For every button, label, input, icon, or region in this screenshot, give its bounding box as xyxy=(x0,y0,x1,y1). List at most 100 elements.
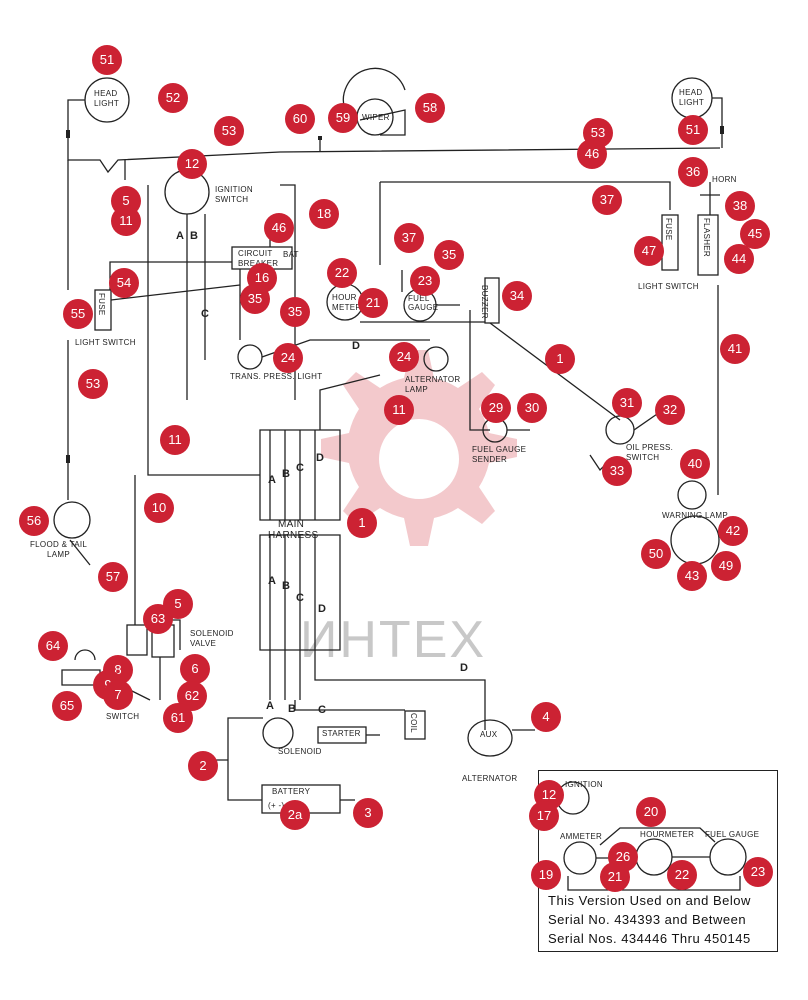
callout-46-mid: 46 xyxy=(264,213,294,243)
callout-23-inset: 23 xyxy=(743,857,773,887)
callout-1-harness: 1 xyxy=(347,508,377,538)
callout-32: 32 xyxy=(655,395,685,425)
inset-fuel-gauge-label: FUEL GAUGE xyxy=(705,830,760,839)
inset-ignition-label: IGNITION xyxy=(565,780,603,789)
callout-31: 31 xyxy=(612,388,642,418)
callout-58: 58 xyxy=(415,93,445,123)
callout-65: 65 xyxy=(52,691,82,721)
callout-41: 41 xyxy=(720,334,750,364)
wire-letter-d3: D xyxy=(318,603,327,615)
callout-51-right: 51 xyxy=(678,115,708,145)
note-line-1: This Version Used on and Below xyxy=(548,893,751,908)
callout-53: 53 xyxy=(214,116,244,146)
callout-44: 44 xyxy=(724,244,754,274)
callout-4: 4 xyxy=(531,702,561,732)
note-line-2: Serial No. 434393 and Between xyxy=(548,912,747,927)
callout-35: 35 xyxy=(240,284,270,314)
callout-22-inset: 22 xyxy=(667,860,697,890)
callout-33: 33 xyxy=(602,456,632,486)
callout-29: 29 xyxy=(481,393,511,423)
wire-letter-b2: B xyxy=(282,468,291,480)
callout-11-mid: 11 xyxy=(384,395,414,425)
callout-46: 46 xyxy=(577,139,607,169)
inset-hourmeter-label: HOURMETER xyxy=(640,830,695,839)
battery-terminals-label: (+ -) xyxy=(268,801,285,810)
wire-letter-a3: A xyxy=(268,575,277,587)
callout-35-low: 35 xyxy=(280,297,310,327)
light-switch-right-label: LIGHT SWITCH xyxy=(638,282,699,291)
callout-57: 57 xyxy=(98,562,128,592)
wire-letter-a4: A xyxy=(266,700,275,712)
light-switch-left-label: LIGHT SWITCH xyxy=(75,338,136,347)
callout-23: 23 xyxy=(410,266,440,296)
wire-letter-b: B xyxy=(190,230,199,242)
callout-2: 2 xyxy=(188,751,218,781)
callout-2a: 2a xyxy=(280,800,310,830)
callout-56: 56 xyxy=(19,506,49,536)
callout-6: 6 xyxy=(180,654,210,684)
callout-43: 43 xyxy=(677,561,707,591)
warning-lamp-label: WARNING LAMP xyxy=(662,511,728,520)
horn-label: HORN xyxy=(712,175,737,184)
callout-61: 61 xyxy=(163,703,193,733)
callout-7: 7 xyxy=(103,680,133,710)
callout-50: 50 xyxy=(641,539,671,569)
callout-11: 11 xyxy=(111,206,141,236)
callout-54: 54 xyxy=(109,268,139,298)
wire-letter-b3: B xyxy=(282,580,291,592)
callout-12: 12 xyxy=(177,149,207,179)
callout-11-left: 11 xyxy=(160,425,190,455)
wire-letter-c: C xyxy=(201,308,210,320)
callout-51: 51 xyxy=(92,45,122,75)
callout-53-left: 53 xyxy=(78,369,108,399)
callout-21-inset: 21 xyxy=(600,862,630,892)
wire-letter-b4: B xyxy=(288,703,297,715)
callout-42: 42 xyxy=(718,516,748,546)
callout-18: 18 xyxy=(309,199,339,229)
alternator-label: ALTERNATOR xyxy=(462,774,518,783)
wiper-label: WIPER xyxy=(362,113,390,122)
callout-10: 10 xyxy=(144,493,174,523)
wire-letter-d4: D xyxy=(460,662,469,674)
solenoid-label: SOLENOID xyxy=(278,747,322,756)
aux-label: AUX xyxy=(480,730,498,739)
callout-52: 52 xyxy=(158,83,188,113)
callout-40: 40 xyxy=(680,449,710,479)
callout-60: 60 xyxy=(285,104,315,134)
trans-press-light-label: TRANS. PRESS. LIGHT xyxy=(230,372,323,381)
wire-letter-c2: C xyxy=(296,462,305,474)
callout-59: 59 xyxy=(328,103,358,133)
note-line-3: Serial Nos. 434446 Thru 450145 xyxy=(548,931,751,946)
callout-1: 1 xyxy=(545,344,575,374)
callout-24: 24 xyxy=(273,343,303,373)
starter-label: STARTER xyxy=(322,729,361,738)
callout-49: 49 xyxy=(711,551,741,581)
watermark-gear-icon xyxy=(321,350,517,546)
callout-63: 63 xyxy=(143,604,173,634)
callout-37: 37 xyxy=(592,185,622,215)
callout-37-mid: 37 xyxy=(394,223,424,253)
buzzer-label: BUZZER xyxy=(480,285,489,319)
wire-letter-d2: D xyxy=(316,452,325,464)
callout-38: 38 xyxy=(725,191,755,221)
wire-letter-a2: A xyxy=(268,474,277,486)
callout-22: 22 xyxy=(327,258,357,288)
callout-47: 47 xyxy=(634,236,664,266)
fuse-right-label: FUSE xyxy=(664,218,673,241)
wire-letter-d: D xyxy=(352,340,361,352)
callout-17: 17 xyxy=(529,801,559,831)
bat-label: BAT xyxy=(283,250,299,259)
callout-30: 30 xyxy=(517,393,547,423)
watermark-text: ИНТЕХ xyxy=(300,611,487,669)
callout-20: 20 xyxy=(636,797,666,827)
callout-64: 64 xyxy=(38,631,68,661)
